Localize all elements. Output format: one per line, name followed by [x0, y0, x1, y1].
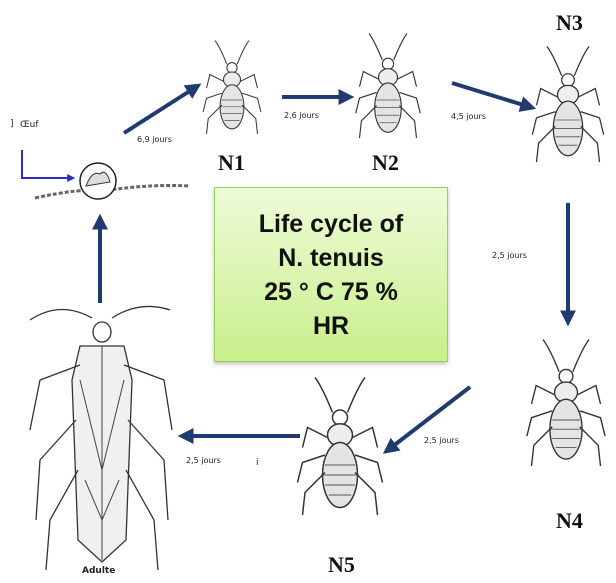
duration-n4-to-n5: 2,5 jours	[424, 436, 459, 445]
duration-n3-to-n4: 2,5 jours	[492, 251, 527, 260]
n3-illustration	[532, 47, 603, 163]
n1-illustration	[203, 41, 261, 135]
title-line-2: N. tenuis	[278, 241, 384, 275]
duration-n1-to-n2: 2,6 jours	[284, 111, 319, 120]
egg-illustration	[35, 163, 190, 199]
duration-egg-to-n1: 6,9 jours	[137, 135, 172, 144]
title-line-4: HR	[313, 309, 349, 343]
egg-pointer-arrow	[22, 150, 72, 178]
egg-bracket: ]	[10, 119, 14, 129]
stray-mark: i	[256, 458, 259, 468]
adult-label: Adulte	[82, 566, 115, 576]
duration-n5-to-adult: 2,5 jours	[186, 456, 221, 465]
n5-illustration	[298, 378, 383, 516]
n5-label: N5	[328, 552, 355, 578]
arrow-n2-to-n3	[452, 83, 530, 107]
egg-label: Œuf	[20, 120, 39, 130]
duration-n2-to-n3: 4,5 jours	[451, 112, 486, 121]
title-line-3: 25 ° C 75 %	[264, 275, 398, 309]
n1-label: N1	[218, 150, 245, 176]
title-line-1: Life cycle of	[259, 207, 404, 241]
n3-label: N3	[556, 10, 583, 36]
n2-label: N2	[372, 150, 399, 176]
n2-illustration	[356, 33, 421, 138]
adult-illustration	[30, 306, 172, 570]
arrow-egg-to-n1	[124, 87, 196, 133]
n4-label: N4	[556, 508, 583, 534]
n4-illustration	[527, 340, 605, 467]
center-title-box: Life cycle of N. tenuis 25 ° C 75 % HR	[214, 187, 448, 362]
